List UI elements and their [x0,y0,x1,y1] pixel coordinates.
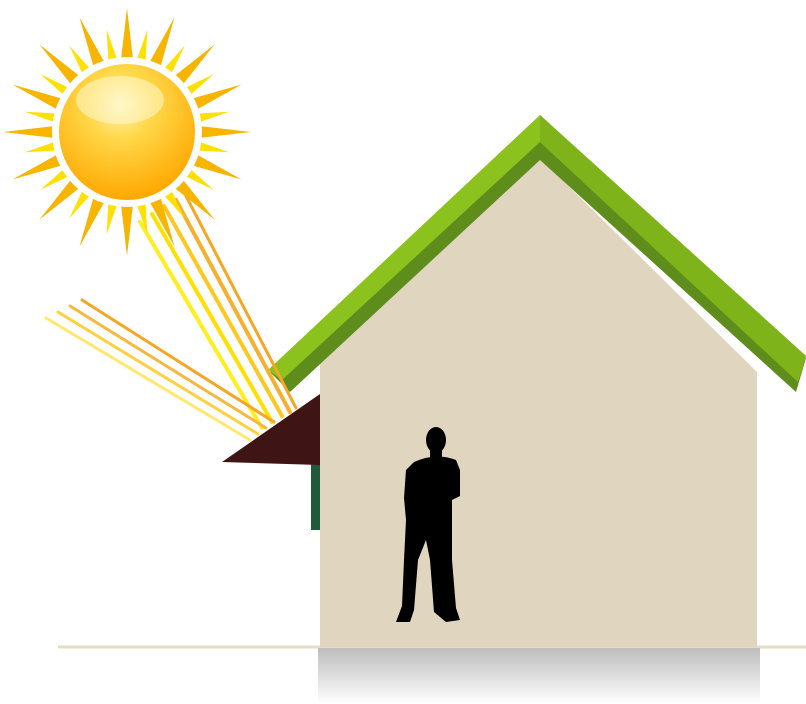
sun-ray [3,126,57,139]
sun-ray [197,126,251,139]
house-wall [320,158,757,647]
awning-solar-panel [222,394,320,465]
sun-ray [121,202,134,256]
house-shadow [318,648,760,704]
window [311,462,321,530]
sun-icon [3,8,251,256]
sun-ray [121,8,134,62]
